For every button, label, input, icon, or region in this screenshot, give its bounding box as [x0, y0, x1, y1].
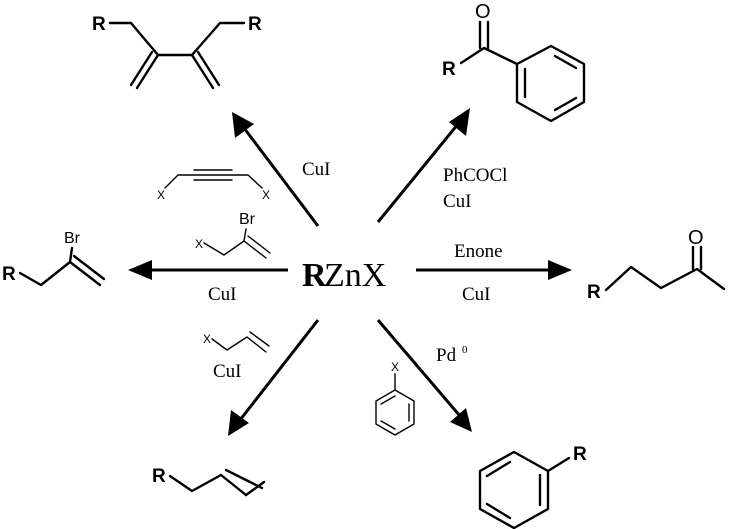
aryl-reagent-x: X: [391, 360, 399, 374]
reagent-pd: Pd: [436, 345, 457, 366]
bromoallyl-r: R: [2, 264, 16, 285]
reagent-phcocl: PhCOCl: [443, 165, 507, 186]
allyl-product-r: R: [152, 466, 166, 487]
arrow-to-diene: [232, 112, 320, 227]
organozinc-reagent: R ZnX: [302, 257, 386, 294]
aryl-halide-reagent: X: [375, 360, 415, 436]
arrow-to-allyl-bromide-product: [128, 260, 288, 280]
bromoallyl-halide-reagent: X Br: [195, 211, 271, 259]
allyl-product: R: [152, 466, 266, 497]
bromoallyl-br: Br: [64, 230, 81, 247]
allyl-halide-reagent: X: [203, 331, 270, 353]
reagent-cui-top-left: CuI: [302, 159, 331, 180]
bromoallyl-reagent-br: Br: [239, 211, 256, 228]
reagent-cui-top-right: CuI: [443, 191, 472, 212]
bromoallyl-product: R Br: [2, 230, 106, 287]
butyne-dihalide-reagent: X X: [157, 169, 270, 202]
ketone-o: O: [475, 1, 491, 23]
allyl-reagent-x: X: [203, 332, 211, 346]
enone-product-r: R: [587, 282, 601, 303]
reagent-cui-bottom-left: CuI: [213, 361, 242, 382]
diene-r-left: R: [92, 14, 106, 35]
reagent-pd-superscript: 0: [462, 344, 468, 356]
diene-product: R R: [92, 14, 262, 90]
butyne-x-left: X: [157, 188, 165, 202]
arrow-to-allyl-product: [228, 319, 320, 436]
aryl-product-r: R: [573, 444, 587, 465]
aryl-product: R: [478, 444, 587, 529]
arrow-to-aryl-product: [376, 319, 472, 432]
reagent-cui-left: CuI: [208, 284, 237, 305]
aryl-ketone-product: O R: [442, 1, 586, 123]
bromoallyl-reagent-x: X: [195, 237, 203, 251]
diene-r-right: R: [248, 14, 262, 35]
enone-product-o: O: [688, 227, 704, 249]
arrow-to-ketone-aryl: [376, 108, 470, 223]
enone-addition-product: R O: [587, 227, 726, 303]
butyne-x-right: X: [262, 188, 270, 202]
center-znx-label: ZnX: [324, 257, 386, 294]
arrow-to-enone-product: [416, 260, 572, 280]
center-r-label: R: [302, 257, 327, 294]
reagent-cui-right: CuI: [462, 284, 491, 305]
ketone-r: R: [442, 59, 456, 80]
reagent-enone: Enone: [454, 241, 503, 262]
